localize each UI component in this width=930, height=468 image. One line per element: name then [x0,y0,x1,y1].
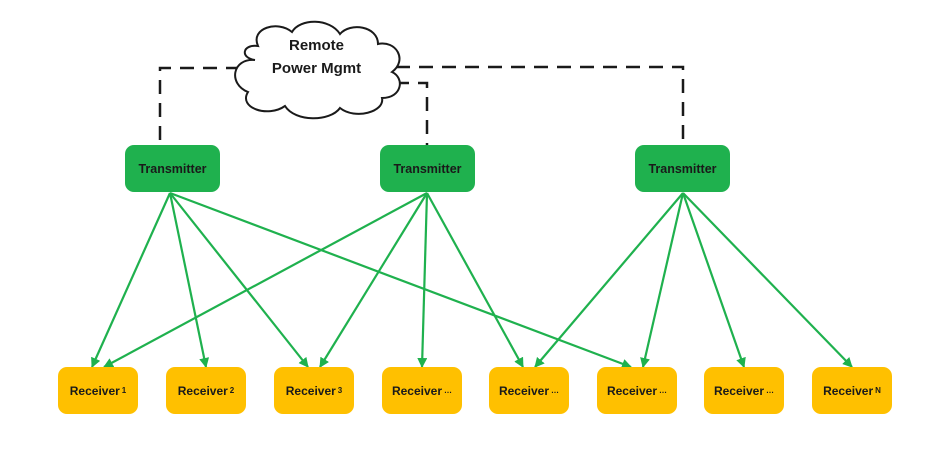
receiver-index: … [551,386,560,395]
link-t3-r5 [534,192,684,368]
receiver-label: Receiver [823,383,874,398]
receiver-index: 1 [121,386,127,395]
receiver-index: N [875,386,881,395]
receiver-5[interactable]: Receiver… [489,367,569,414]
remote-power-mgmt-cloud: Remote Power Mgmt [233,34,400,80]
power-links [158,65,685,145]
receiver-label: Receiver [285,383,336,398]
cloud-shape [234,20,401,120]
transmitter-2[interactable]: Transmitter [380,145,475,192]
cloud-label-line1: Remote [288,37,344,54]
receiver-7[interactable]: Receiver… [704,367,784,414]
receiver-label: Receiver [177,383,228,398]
receiver-label: Receiver [391,383,443,398]
receiver-label: Receiver [606,383,658,398]
link-t3-r7 [681,192,746,368]
link-t1-r1 [90,192,172,368]
link-t2-r4 [417,192,429,368]
link-t1-r3 [169,192,309,368]
cloud-label-line2: Power Mgmt [271,60,362,77]
receiver-4[interactable]: Receiver… [382,367,462,414]
link-t2-r5 [426,192,524,368]
power-link-t3 [396,65,685,145]
transmission-links [90,191,853,369]
power-link-t1 [158,66,240,145]
transmitter-label: Transmitter [648,161,717,176]
power-link-t2 [395,81,429,145]
link-t2-r3 [319,192,428,368]
transmitter-label: Transmitter [138,161,207,176]
link-t1-r2 [168,192,210,368]
receiver-index: … [444,386,453,395]
receiver-6[interactable]: Receiver… [597,367,677,414]
link-t2-r1 [103,192,428,368]
transmitter-1[interactable]: Transmitter [125,145,220,192]
link-t1-r6 [169,191,632,369]
transmitter-3[interactable]: Transmitter [635,145,730,192]
receiver-index: 2 [229,386,235,395]
transmitter-label: Transmitter [393,161,462,176]
receiver-index: … [766,386,775,395]
receiver-index: … [659,386,668,395]
receiver-label: Receiver [713,383,765,398]
receiver-label: Receiver [498,383,550,398]
receiver-index: 3 [337,386,343,395]
link-t3-r8 [682,192,853,368]
receiver-label: Receiver [69,383,120,398]
link-t3-r6 [640,192,685,368]
